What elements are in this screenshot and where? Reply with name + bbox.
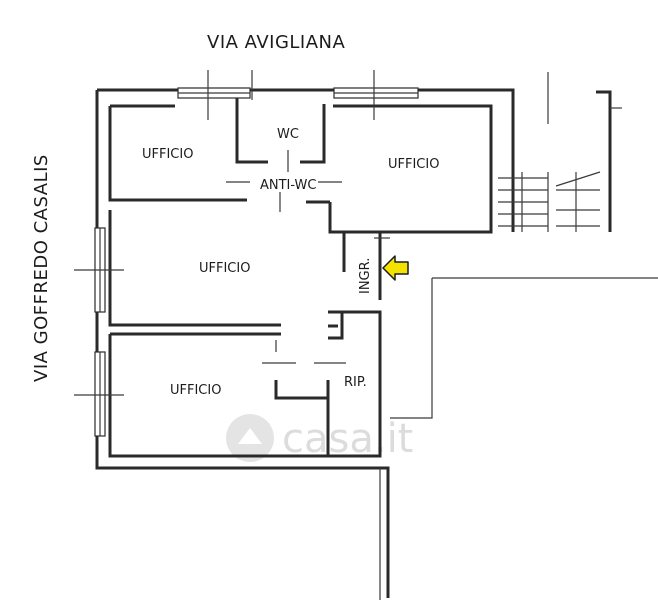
room-label-office-top-right: UFFICIO	[388, 157, 439, 172]
room-label-storage: RIP.	[344, 375, 367, 390]
staircase	[498, 72, 622, 232]
watermark-text: casa.it	[282, 416, 413, 462]
outer-walls	[95, 88, 515, 598]
street-label-west: VIA GOFFREDO CASALIS	[31, 154, 52, 382]
room-label-office-bottom: UFFICIO	[170, 383, 221, 398]
entrance-arrow-icon	[382, 255, 409, 281]
room-label-anti-wc: ANTI-WC	[260, 178, 317, 193]
room-label-office-top-left: UFFICIO	[142, 147, 193, 162]
room-label-office-middle: UFFICIO	[199, 261, 250, 276]
room-label-wc: WC	[277, 127, 299, 142]
courtyard-outline	[379, 277, 658, 600]
west-windows	[74, 227, 124, 437]
interior-walls	[226, 98, 390, 456]
street-label-north: VIA AVIGLIANA	[207, 32, 346, 53]
north-windows	[177, 70, 419, 120]
room-label-entrance: INGR.	[358, 258, 373, 294]
watermark: casa.it	[226, 414, 413, 462]
